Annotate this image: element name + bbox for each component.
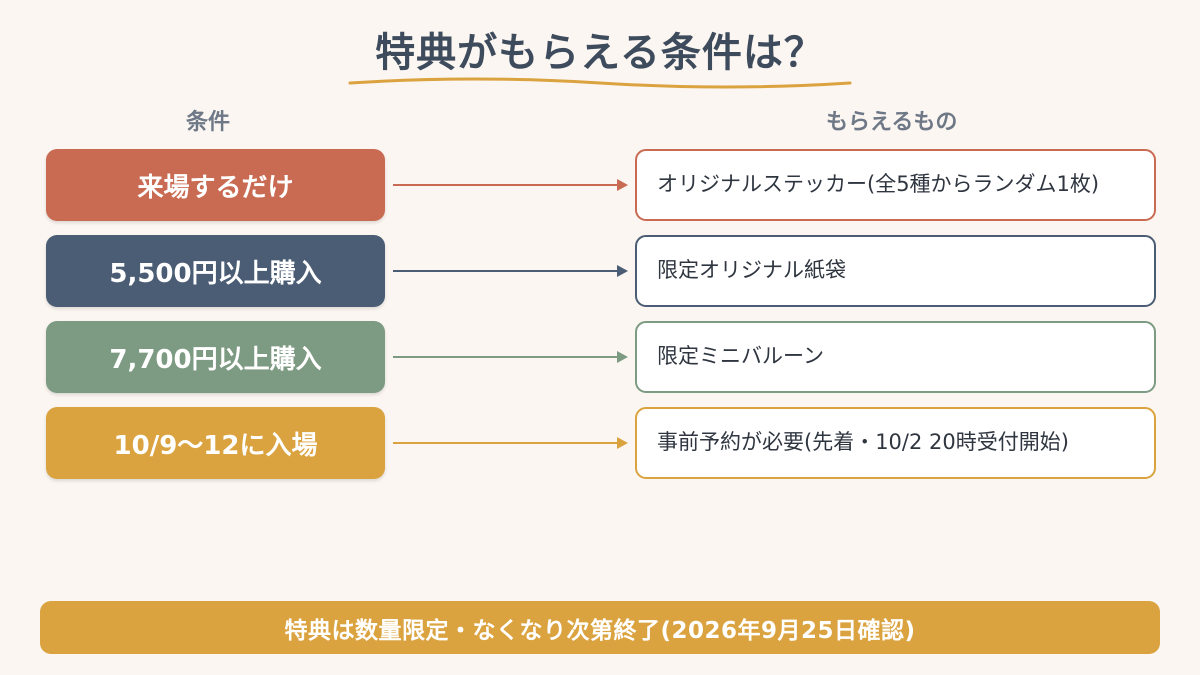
reward-box-paper-bag: 限定オリジナル紙袋 — [635, 235, 1156, 307]
condition-box-5500: 5,500円以上購入 — [46, 235, 385, 307]
condition-box-7700: 7,700円以上購入 — [46, 321, 385, 393]
condition-label: 来場するだけ — [137, 172, 294, 203]
condition-label: 5,500円以上購入 — [109, 258, 322, 289]
footer-notice: 特典は数量限定・なくなり次第終了(2026年9月25日確認) — [40, 601, 1160, 654]
reward-box-mini-balloon: 限定ミニバルーン — [635, 321, 1156, 393]
condition-label: 7,700円以上購入 — [109, 344, 322, 375]
footer-text: 特典は数量限定・なくなり次第終了(2026年9月25日確認) — [284, 617, 916, 644]
arrow-right-icon — [393, 351, 628, 363]
reward-label: 限定オリジナル紙袋 — [657, 258, 846, 283]
title-underline — [348, 77, 852, 89]
arrow-right-icon — [393, 437, 628, 449]
reward-box-reservation: 事前予約が必要(先着・10/2 20時受付開始) — [635, 407, 1156, 479]
arrow-right-icon — [393, 179, 628, 191]
arrow-right-icon — [393, 265, 628, 277]
reward-label: 限定ミニバルーン — [657, 344, 824, 369]
reward-box-sticker: オリジナルステッカー(全5種からランダム1枚) — [635, 149, 1156, 221]
condition-box-date-entry: 10/9〜12に入場 — [46, 407, 385, 479]
condition-box-visit: 来場するだけ — [46, 149, 385, 221]
reward-label: 事前予約が必要(先着・10/2 20時受付開始) — [657, 430, 1069, 455]
page-title: 特典がもらえる条件は？ — [375, 30, 825, 76]
reward-label: オリジナルステッカー(全5種からランダム1枚) — [657, 172, 1100, 197]
rewards-header: もらえるもの — [826, 110, 958, 135]
conditions-header: 条件 — [186, 110, 231, 135]
condition-label: 10/9〜12に入場 — [113, 430, 318, 461]
